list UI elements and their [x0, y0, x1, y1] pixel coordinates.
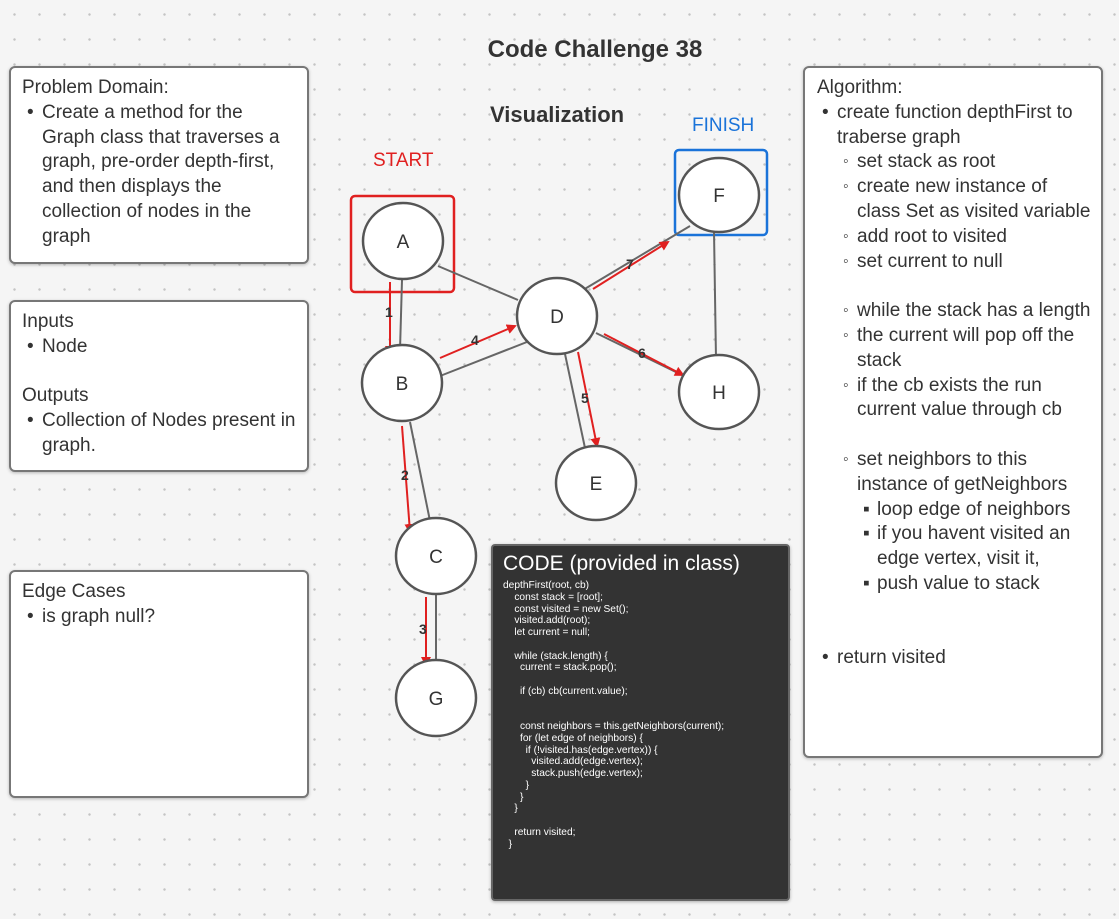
- algorithm-heading: Algorithm:: [817, 77, 903, 98]
- node-label: F: [713, 186, 725, 207]
- code-line: return visited;: [503, 826, 576, 838]
- finish-highlight-box: [673, 148, 769, 237]
- code-line: }: [503, 803, 518, 815]
- algorithm-substep: set current to null: [843, 250, 1091, 275]
- algorithm-detail: push value to stack: [863, 572, 1091, 597]
- page-title: Code Challenge 38: [487, 36, 703, 63]
- algorithm-substep: set neighbors to this instance of getNei…: [843, 448, 1091, 597]
- graph-node-d[interactable]: D: [515, 276, 599, 356]
- algorithm-substep: add root to visited: [843, 225, 1091, 250]
- code-line: [503, 698, 724, 710]
- node-label: C: [429, 547, 443, 568]
- code-line: for (let edge of neighbors) {: [503, 732, 643, 744]
- code-line: const visited = new Set();: [503, 603, 629, 615]
- code-line: visited.add(edge.vertex);: [503, 756, 643, 768]
- algorithm-substep: the current will pop off the stack: [843, 324, 1091, 374]
- input-item: Node: [27, 335, 297, 360]
- code-line: visited.add(root);: [503, 615, 591, 627]
- algorithm-step-text: create function depthFirst to traberse g…: [837, 101, 1073, 148]
- edge-b-c: [409, 421, 431, 522]
- graph-node-h[interactable]: H: [677, 353, 761, 431]
- code-line: const stack = [root];: [503, 591, 603, 603]
- algorithm-detail: if you havent visited an edge vertex, vi…: [863, 522, 1091, 572]
- graph-node-e[interactable]: E: [554, 444, 638, 522]
- traversal-arrow-6: [603, 333, 685, 376]
- edge-f-h: [713, 230, 717, 360]
- start-label: START: [373, 150, 434, 171]
- visualization-heading: Visualization: [490, 102, 625, 127]
- code-line: const neighbors = this.getNeighbors(curr…: [503, 721, 725, 732]
- code-title: CODE (provided in class): [503, 552, 740, 575]
- algorithm-substep-text: set neighbors to this instance of getNei…: [857, 448, 1068, 495]
- edge-number: 4: [471, 332, 479, 348]
- algorithm-step-final: return visited: [822, 646, 1091, 671]
- problem-domain-card[interactable]: Problem Domain: Create a method for the …: [9, 66, 309, 264]
- graph-node-g[interactable]: G: [394, 658, 478, 738]
- traversal-arrows: [385, 240, 685, 667]
- node-label: D: [550, 307, 564, 328]
- node-label: A: [397, 232, 410, 253]
- traversal-arrow-7: [592, 240, 670, 290]
- graph-node-c[interactable]: C: [394, 516, 478, 596]
- edge-d-e: [564, 353, 586, 449]
- algorithm-substep: set stack as root: [843, 150, 1091, 175]
- edge-number: 6: [638, 345, 646, 361]
- code-line: }: [503, 779, 530, 791]
- edge-cases-card[interactable]: Edge Cases is graph null?: [9, 570, 309, 798]
- edge-d-f: [582, 225, 691, 291]
- traversal-arrow-4: [439, 324, 517, 359]
- edge-number: 3: [419, 621, 427, 637]
- graph-node-a[interactable]: A: [361, 201, 445, 281]
- finish-label: FINISH: [692, 115, 754, 136]
- problem-domain-item: Create a method for the Graph class that…: [27, 101, 297, 250]
- node-label: E: [590, 474, 603, 495]
- node-label: H: [712, 383, 726, 404]
- algorithm-substep: while the stack has a length: [843, 299, 1091, 324]
- graph-edges: [399, 225, 717, 661]
- node-label: B: [396, 374, 409, 395]
- code-line: [503, 639, 724, 651]
- edge-number: 1: [385, 304, 393, 320]
- edge-a-d: [437, 265, 519, 301]
- edge-b-d: [439, 339, 533, 377]
- code-line: if (!visited.has(edge.vertex)) {: [503, 744, 658, 756]
- code-line: [503, 674, 724, 686]
- traversal-arrow-5: [577, 351, 601, 448]
- code-listing: depthFirst(root, cb) const stack = [root…: [503, 580, 724, 850]
- edge-a-b: [399, 279, 403, 351]
- algorithm-detail: loop edge of neighbors: [863, 498, 1091, 523]
- code-line: depthFirst(root, cb): [503, 580, 590, 591]
- code-line: [503, 815, 724, 827]
- edge-case-item: is graph null?: [27, 605, 297, 630]
- code-line: if (cb) cb(current.value);: [503, 685, 628, 697]
- inputs-heading: Inputs: [22, 311, 74, 332]
- algorithm-substep: create new instance of class Set as visi…: [843, 175, 1091, 225]
- problem-domain-heading: Problem Domain:: [22, 77, 169, 98]
- algorithm-substep: if the cb exists the run current value t…: [843, 374, 1091, 424]
- edge-number: 5: [581, 390, 589, 406]
- code-card[interactable]: CODE (provided in class) depthFirst(root…: [491, 544, 790, 901]
- graph-node-f[interactable]: F: [677, 156, 761, 234]
- code-line: [503, 709, 724, 721]
- inputs-outputs-card[interactable]: Inputs Node Outputs Collection of Nodes …: [9, 300, 309, 472]
- edge-cases-heading: Edge Cases: [22, 581, 126, 602]
- code-line: let current = null;: [503, 627, 590, 638]
- output-item: Collection of Nodes present in graph.: [27, 409, 297, 459]
- graph-node-b[interactable]: B: [360, 343, 444, 423]
- code-line: }: [503, 791, 524, 803]
- traversal-arrow-2: [401, 425, 415, 534]
- code-line: current = stack.pop();: [503, 662, 617, 674]
- algorithm-card[interactable]: Algorithm: create function depthFirst to…: [803, 66, 1103, 758]
- edge-number: 2: [401, 467, 409, 483]
- edge-number: 7: [626, 256, 634, 272]
- node-label: G: [429, 689, 444, 710]
- code-line: }: [503, 838, 513, 850]
- code-line: while (stack.length) {: [503, 650, 608, 662]
- algorithm-step: create function depthFirst to traberse g…: [822, 101, 1091, 647]
- outputs-heading: Outputs: [22, 385, 89, 407]
- code-line: stack.push(edge.vertex);: [503, 768, 643, 779]
